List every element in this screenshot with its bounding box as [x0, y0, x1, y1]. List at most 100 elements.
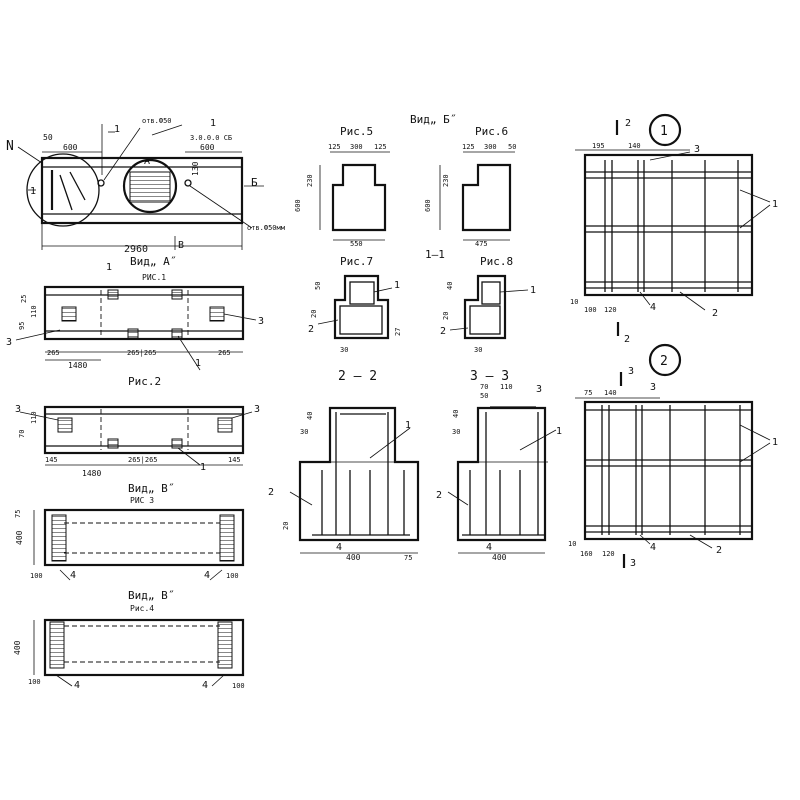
callout-1-s22: 1 [405, 420, 411, 431]
dim-400-r4: 400 [13, 640, 22, 655]
cut-1-bottom: 1 [106, 262, 112, 273]
callout-2-s22: 2 [268, 487, 274, 498]
dim-145-right: 145 [228, 456, 241, 464]
callout-1-f2: 1 [772, 437, 778, 448]
frame-2-circle [648, 343, 682, 377]
dim-75-f2: 75 [584, 389, 592, 397]
dim-130: 130 [191, 161, 200, 176]
dim-1480-r2: 1480 [82, 469, 101, 478]
dim-265-265-r2: 265|265 [128, 456, 158, 464]
title-ris2: Рис.2 [128, 375, 161, 388]
label-a: А [144, 156, 150, 167]
callout-1-top: 1 [210, 118, 216, 129]
title-ris3: РИС 3 [130, 496, 154, 505]
title-ris8: Рис.8 [480, 255, 513, 268]
dim-300-r6: 300 [484, 143, 497, 151]
dim-70-s33: 70 [480, 383, 488, 391]
dim-600-r6: 600 [424, 199, 432, 212]
title-view-b: Вид„ Б˝ [410, 113, 456, 126]
dim-265-left: 265 [47, 349, 60, 357]
dim-70: 70 [18, 430, 26, 438]
title-section-1-1: 1—1 [425, 248, 445, 261]
dim-50-s33: 50 [480, 392, 488, 400]
ris6: Рис.6 125 300 50 230 600 475 [424, 125, 516, 248]
ris7: Рис.7 1—1 50 20 27 30 1 2 [308, 248, 445, 354]
title-ris1: РИС.1 [142, 273, 166, 282]
label-hole50: отв.Ф50 [142, 117, 172, 125]
frame-1-circle [648, 113, 682, 147]
callout-1-r8: 1 [530, 285, 536, 296]
dim-2960: 2960 [124, 244, 148, 255]
dim-30-s22: 30 [300, 428, 308, 436]
dim-600-r5: 600 [294, 199, 302, 212]
dim-120-f1: 120 [604, 306, 617, 314]
title-section-3-3: 3 — 3 [470, 369, 509, 384]
dim-600-left: 600 [63, 143, 78, 152]
cut-2-bottom: 2 [624, 334, 630, 345]
frame-2: 2 3 75 140 10 160 120 3 1 4 2 3 [568, 343, 778, 569]
ris3-view-v: Вид„ В˝ РИС 3 75 400 100 100 4 4 [14, 482, 245, 581]
callout-1-r2: 1 [200, 462, 206, 473]
title-ris4: Рис.4 [130, 604, 154, 613]
frame-1: 1 2 195 140 10 100 120 3 1 4 2 2 [570, 113, 778, 345]
dim-125-r6: 125 [462, 143, 475, 151]
ris1-plan-view: N 50 600 600 130 2960 А В Б отв.Ф50 3.0.… [6, 117, 286, 273]
ris1-view-a: Вид„ А˝ РИС.1 265 265 265|265 1480 25 11… [6, 255, 264, 371]
label-hole50mm: отв.Ф50мм [247, 224, 286, 232]
ris8: Рис.8 40 20 30 1 2 [440, 255, 536, 354]
callout-4-r4-left: 4 [74, 680, 80, 691]
label-mark: 3.0.0.0 СБ [190, 134, 232, 142]
frame-1-number: 1 [660, 124, 668, 139]
dim-475: 475 [475, 240, 488, 248]
callout-1-r7: 1 [394, 280, 400, 291]
title-ris5: Рис.5 [340, 125, 373, 138]
label-b: Б [251, 176, 258, 189]
dim-50-r6: 50 [508, 143, 516, 151]
callout-2-r7: 2 [308, 324, 314, 335]
callout-3-left-r2: 3 [15, 404, 21, 415]
dim-27: 27 [394, 328, 402, 336]
dim-400-s33: 400 [492, 553, 507, 562]
callout-3-f2: 3 [650, 382, 656, 393]
dim-30-r7: 30 [340, 346, 348, 354]
dim-40-s22: 40 [306, 412, 314, 420]
callout-3-left-a: 3 [6, 337, 12, 348]
dim-140-f1: 140 [628, 142, 641, 150]
dim-50: 50 [43, 133, 53, 142]
dim-95: 95 [18, 322, 26, 330]
dim-125-r5-left: 125 [328, 143, 341, 151]
dim-110-a: 110 [30, 305, 38, 318]
dim-10-f2: 10 [568, 540, 576, 548]
dim-110-s33: 110 [500, 383, 513, 391]
view-a-circle [122, 158, 178, 214]
callout-1-circle: 1 [30, 186, 36, 197]
cut-1-top: 1 [114, 124, 120, 135]
section-3-3: 3 — 3 70 110 50 40 30 400 3 1 2 4 [436, 369, 562, 562]
title-view-a: Вид„ А˝ [130, 255, 176, 268]
dim-20-r8: 20 [442, 312, 450, 320]
dim-100-r3-right: 100 [226, 572, 239, 580]
callout-2-f1: 2 [712, 308, 718, 319]
dim-600-right: 600 [200, 143, 215, 152]
dim-1480-a: 1480 [68, 361, 87, 370]
dim-40-s33: 40 [452, 410, 460, 418]
dim-160: 160 [580, 550, 593, 558]
callout-4-f1: 4 [650, 302, 656, 313]
dim-10-f1: 10 [570, 298, 578, 306]
dim-400-r3: 400 [15, 530, 24, 545]
callout-1-f1: 1 [772, 199, 778, 210]
callout-2-f2: 2 [716, 545, 722, 556]
dim-75-s22: 75 [404, 554, 412, 562]
dim-195: 195 [592, 142, 605, 150]
dim-75-r3: 75 [14, 510, 22, 518]
cut-3-bottom: 3 [630, 558, 636, 569]
dim-265-right: 265 [218, 349, 231, 357]
callout-3-f1: 3 [694, 144, 700, 155]
callout-3-right-a: 3 [258, 316, 264, 327]
dim-25-a: 25 [20, 295, 28, 303]
ris4-view-v: Вид„ В˝ Рис.4 400 100 100 4 4 [13, 589, 245, 691]
dim-125-r5-right: 125 [374, 143, 387, 151]
cut-2-top: 2 [625, 118, 631, 129]
callout-4-r3-right: 4 [204, 570, 210, 581]
